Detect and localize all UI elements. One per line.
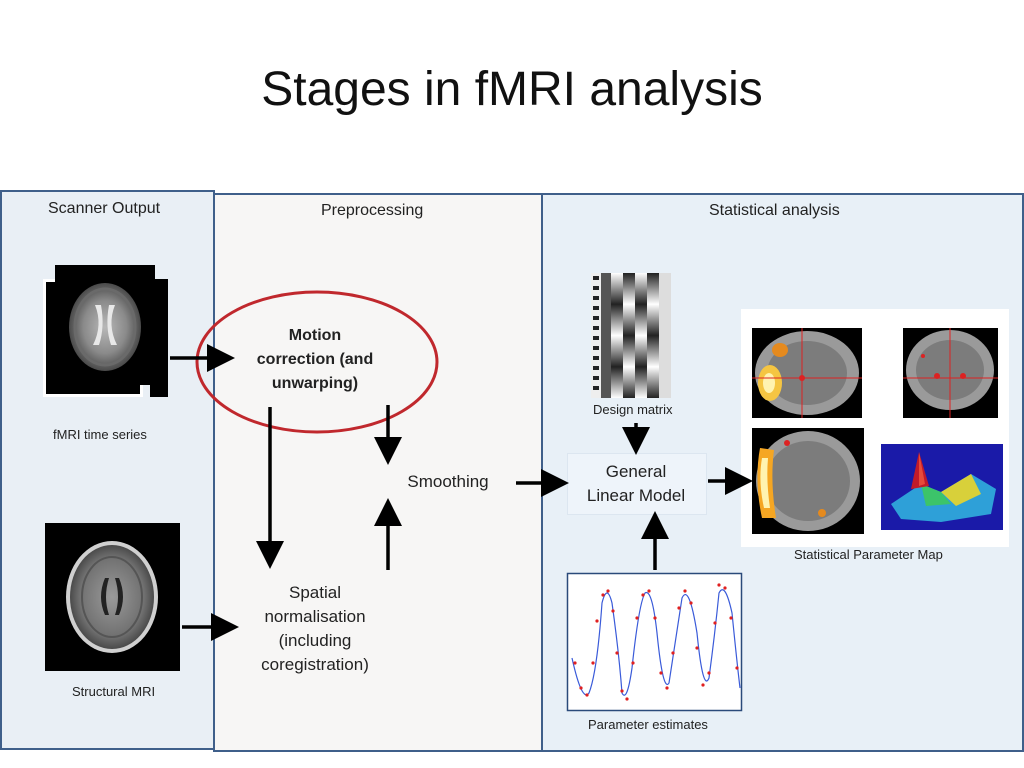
spatial-line-3: (including [278,631,352,650]
spm-sagittal-image [752,328,862,418]
motion-line-3: unwarping) [271,375,359,392]
spatial-line-4: coregistration) [261,655,369,674]
motion-correction-highlight [195,290,439,434]
statistical-analysis-label: Statistical analysis [709,202,840,219]
parameter-estimates-label: Parameter estimates [588,717,708,732]
spm-3d-surface-image [881,444,1003,530]
design-matrix-image [591,273,671,398]
structural-mri-image [45,523,180,671]
preprocessing-label: Preprocessing [321,202,424,219]
glm-text: General Linear Model [567,460,705,508]
scanner-output-label: Scanner Output [48,200,161,217]
spatial-normalisation-text: Spatial normalisation (including coregis… [240,581,390,677]
spatial-line-2: normalisation [264,607,366,626]
glm-box [567,453,707,515]
smoothing-text: Smoothing [407,472,489,491]
structural-mri-label: Structural MRI [72,684,156,699]
spm-coronal-image [903,328,998,418]
preprocessing-panel [213,193,543,752]
motion-correction-text: Motion correction (and unwarping) [230,324,400,396]
design-matrix-label: Design matrix [593,402,673,417]
motion-line-2: correction (and [256,351,374,368]
spm-label: Statistical Parameter Map [794,547,943,562]
motion-line-1: Motion [288,327,342,344]
spm-axial-image [752,428,864,534]
spatial-line-1: Spatial [289,583,341,602]
glm-line-2: Linear Model [586,486,686,505]
page-title: Stages in fMRI analysis [261,63,763,116]
glm-line-1: General [605,462,667,481]
fmri-time-series-image [43,265,168,400]
parameter-estimates-image [566,572,743,712]
fmri-time-series-label: fMRI time series [53,427,147,442]
